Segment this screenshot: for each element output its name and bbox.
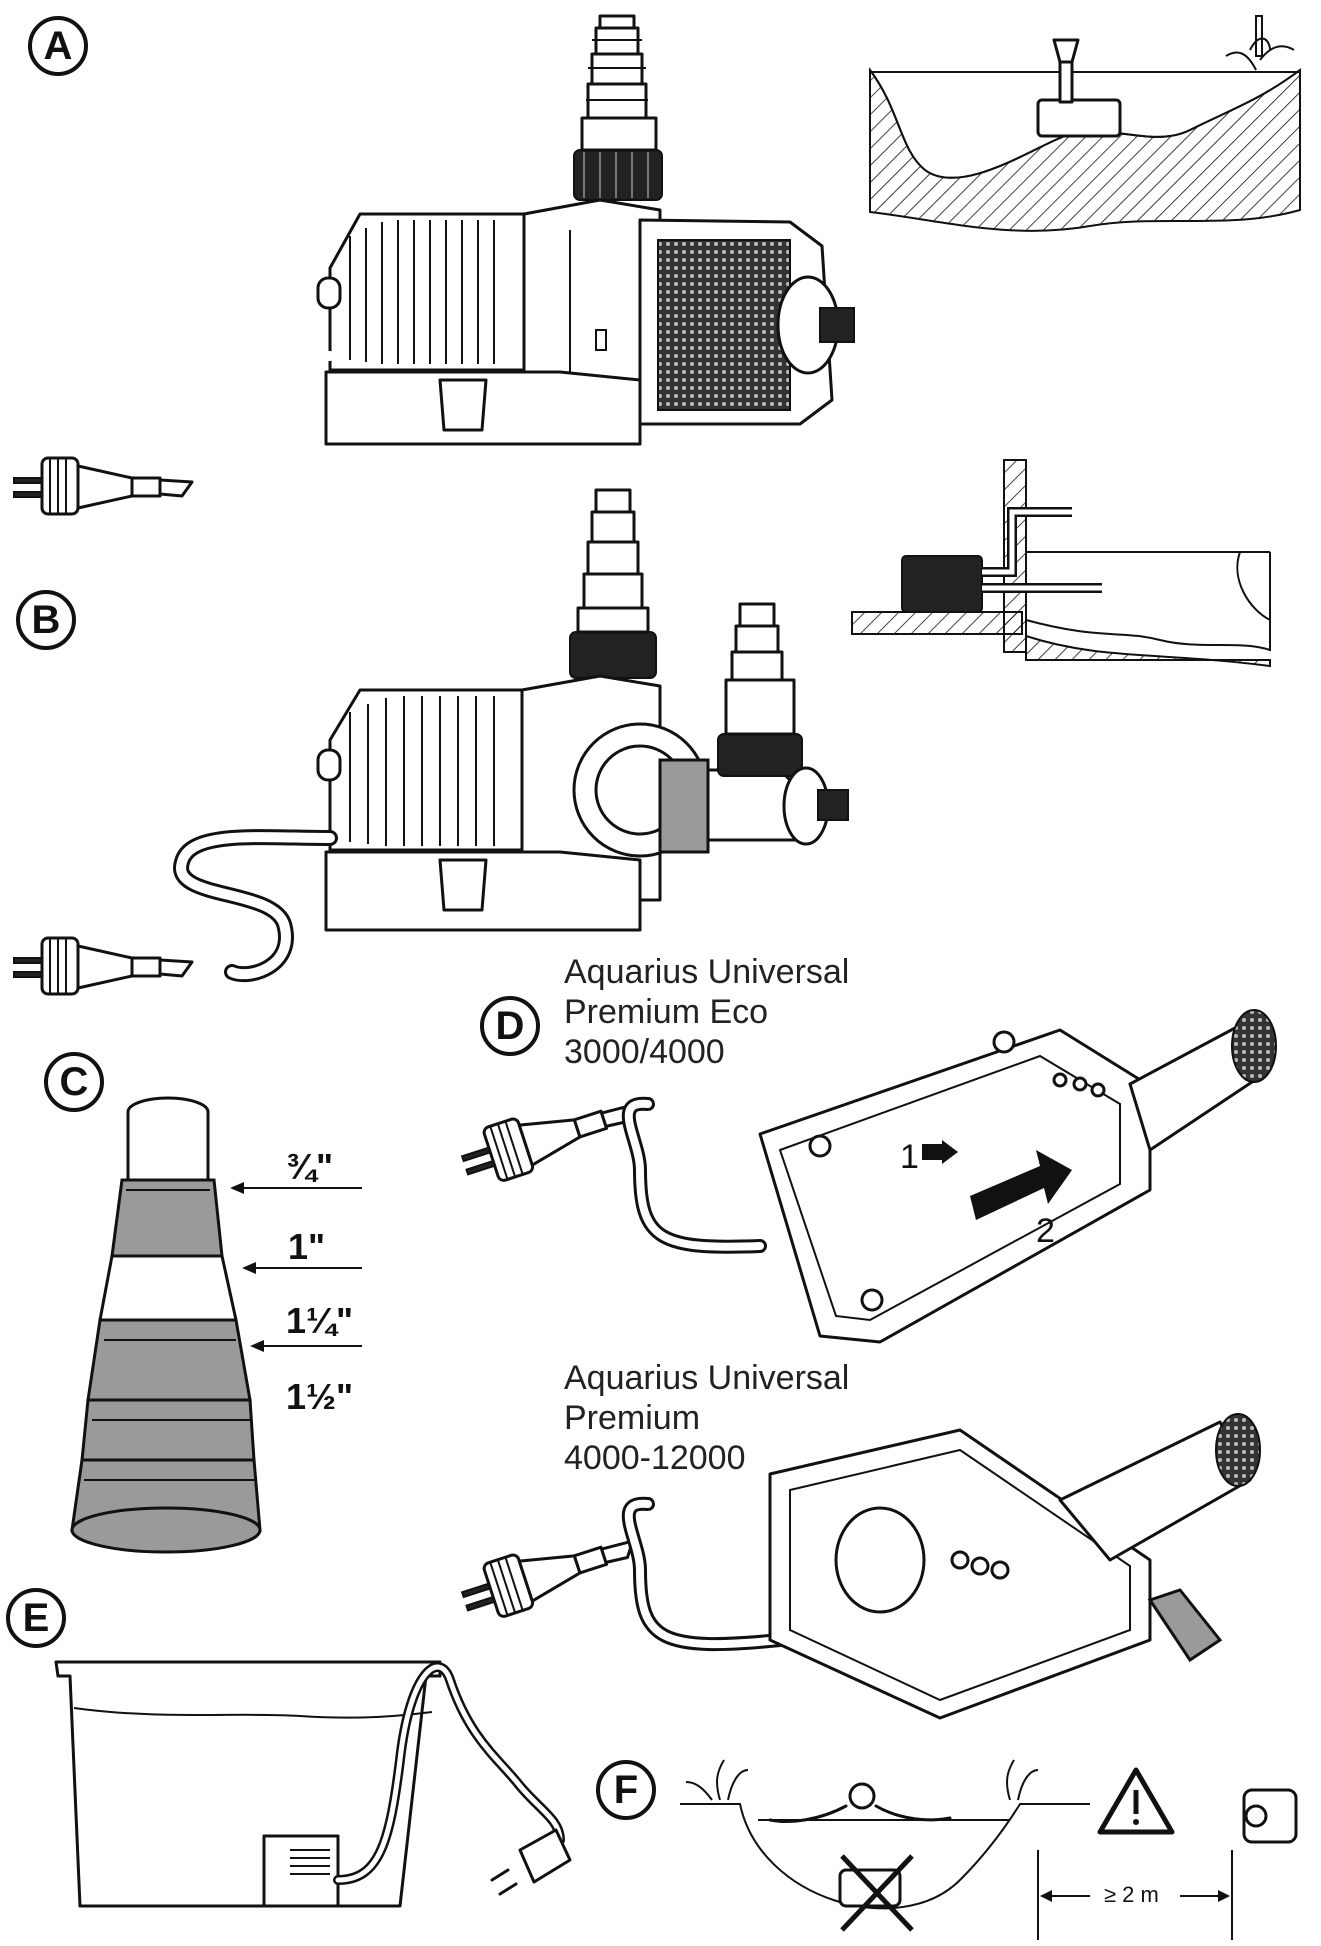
model-title-premium: Aquarius Universal Premium 4000-12000	[564, 1359, 850, 1477]
hose-size-1-1-4: 1¼"	[286, 1300, 354, 1341]
step-number-2: 2	[1036, 1212, 1055, 1250]
step-number-1: 1	[900, 1138, 919, 1176]
panel-label-c: C	[44, 1052, 104, 1112]
hose-size-1-1-2: 1½"	[286, 1376, 354, 1417]
panel-f-safety-distance	[680, 1759, 1298, 1940]
panel-label-d: D	[480, 996, 540, 1056]
model-title-eco: Aquarius Universal Premium Eco 3000/4000	[564, 953, 850, 1071]
panel-b-pump-with-adapter	[12, 488, 849, 996]
external-setup-scene	[851, 459, 1271, 668]
panel-a-pump-with-filter	[12, 14, 855, 516]
hose-size-1: 1"	[288, 1226, 326, 1267]
pond-scene-floor	[869, 15, 1301, 232]
panel-e-container-operation	[54, 1660, 572, 1908]
panel-c-stepped-hose-adapter	[70, 1096, 362, 1554]
hose-size-3-4: ¾"	[286, 1146, 334, 1187]
panel-label-e: E	[6, 1588, 66, 1648]
panel-d-premium-pump-underside	[454, 1413, 1261, 1720]
panel-label-f: F	[596, 1760, 656, 1820]
panel-label-b: B	[16, 590, 76, 650]
safety-distance-label: ≥ 2 m	[1104, 1882, 1159, 1907]
panel-d-eco-pump-underside	[454, 1009, 1277, 1344]
panel-label-a: A	[28, 16, 88, 76]
